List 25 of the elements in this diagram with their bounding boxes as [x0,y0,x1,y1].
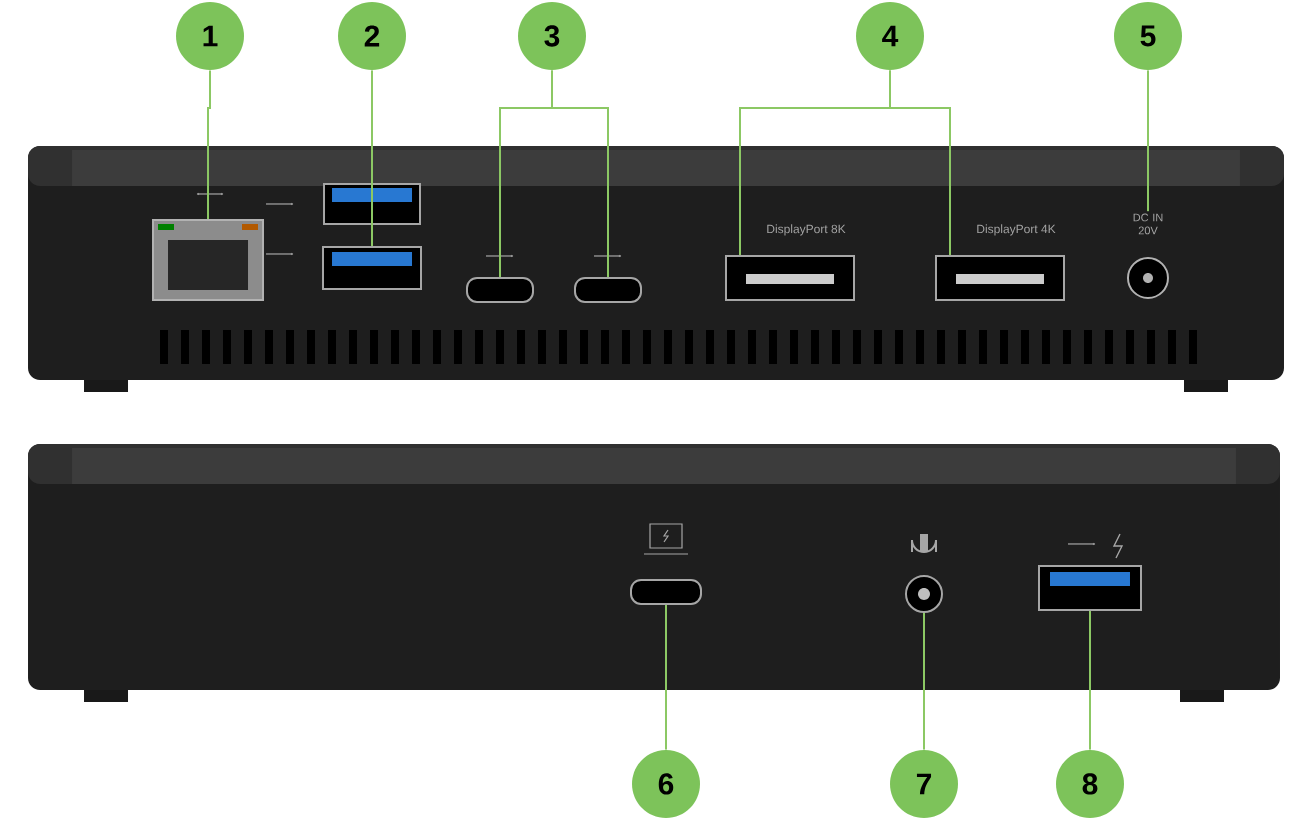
audio-jack [905,575,943,613]
callout-number: 3 [518,2,586,70]
leader-line [889,69,951,256]
callout-number: 8 [1056,750,1124,818]
usb-c-port [574,277,642,303]
leader-line [1147,69,1149,213]
usb-a-port [322,246,422,290]
leader-line [207,69,211,220]
leader-line [371,69,373,247]
callout-number: 7 [890,750,958,818]
leader-line [923,612,925,751]
callout-number: 2 [338,2,406,70]
callout-number: 6 [632,750,700,818]
usb-a-port [1038,565,1142,611]
callout-number: 4 [856,2,924,70]
leader-line [665,604,667,751]
displayport-port [935,255,1065,301]
ethernet-port [152,219,264,301]
callout-number: 5 [1114,2,1182,70]
leader-line [1089,610,1091,751]
leader-line [551,69,609,278]
usb-c-port [630,579,702,605]
displayport-port [725,255,855,301]
usb-c-port [466,277,534,303]
callout-number: 1 [176,2,244,70]
